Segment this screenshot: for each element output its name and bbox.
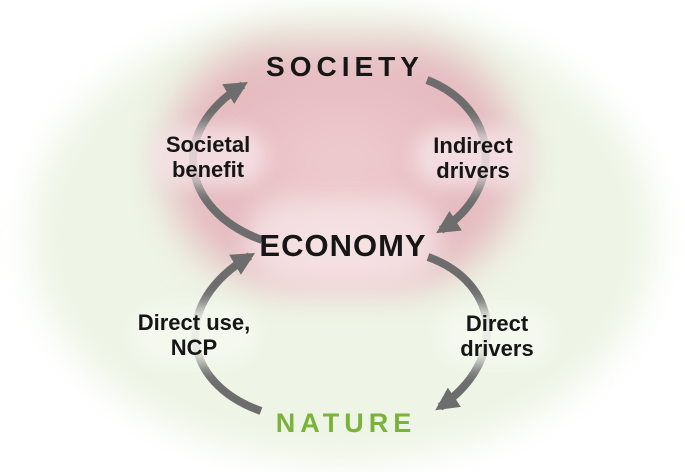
label-halo bbox=[438, 307, 554, 365]
edge-label-direct-drivers: Direct drivers bbox=[436, 311, 558, 361]
edge-label-indirect-drivers: Indirect drivers bbox=[412, 133, 534, 183]
edge-label-line: NCP bbox=[170, 335, 218, 360]
node-nature: NATURE bbox=[275, 408, 417, 438]
label-halo bbox=[414, 128, 530, 186]
edge-label-line: Direct bbox=[465, 311, 529, 336]
edge-label-line: benefit bbox=[171, 157, 245, 182]
edge-label-line: Societal bbox=[165, 132, 251, 157]
edge-label-direct-use-ncp: Direct use, NCP bbox=[128, 310, 260, 360]
label-halo bbox=[150, 128, 266, 186]
edge-label-line: drivers bbox=[460, 336, 534, 361]
label-halo bbox=[131, 306, 257, 364]
edge-label-line: Indirect bbox=[433, 133, 513, 158]
node-economy: ECONOMY bbox=[259, 228, 427, 263]
edge-label-societal-benefit: Societal benefit bbox=[147, 132, 269, 182]
node-society: SOCIETY bbox=[266, 51, 424, 82]
edge-label-line: Direct use, bbox=[137, 310, 251, 335]
edge-label-line: drivers bbox=[436, 158, 510, 183]
economy-pink-highlight bbox=[245, 195, 441, 289]
